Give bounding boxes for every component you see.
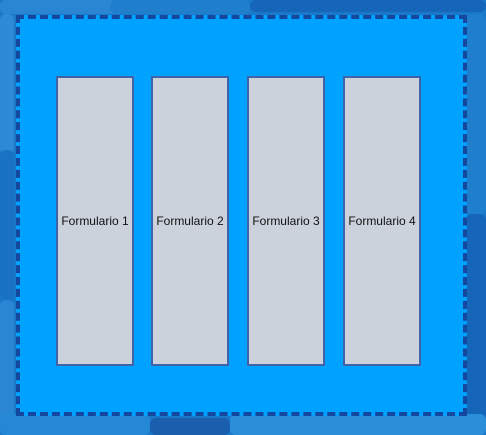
form-card-2[interactable]: Formulario 2 [151,76,229,366]
background-tile [110,0,250,14]
form-card-label: Formulario 4 [348,214,416,228]
background-tile [0,150,14,300]
background-tile [0,300,14,435]
background-tile [230,414,486,435]
background-tile [466,14,486,214]
form-card-4[interactable]: Formulario 4 [343,76,421,366]
background-tile [0,0,120,14]
form-card-1[interactable]: Formulario 1 [56,76,134,366]
background-tile [150,418,230,435]
form-card-label: Formulario 2 [156,214,224,228]
form-card-label: Formulario 3 [252,214,320,228]
background-tile [466,214,486,435]
form-card-label: Formulario 1 [61,214,129,228]
background-tile [0,414,150,435]
background-tile [250,0,486,12]
form-card-3[interactable]: Formulario 3 [247,76,325,366]
background-tile [0,14,14,154]
